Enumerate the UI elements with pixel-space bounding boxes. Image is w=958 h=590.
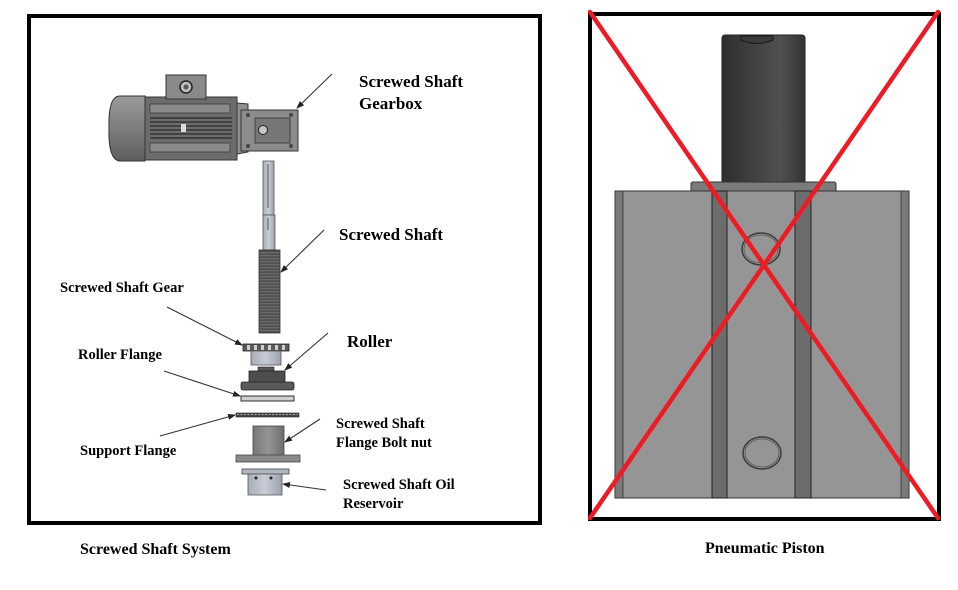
motor-gearbox-drawing xyxy=(108,74,299,162)
label-screwed-shaft: Screwed Shaft xyxy=(339,225,444,244)
arrow-roller xyxy=(284,332,329,371)
oil-reservoir-drawing xyxy=(241,468,290,496)
screwed-shaft-gear-drawing xyxy=(242,343,290,366)
label-roller-flange: Roller Flange xyxy=(78,347,162,363)
cross-out-mark xyxy=(587,9,941,521)
label-roller: Roller xyxy=(347,332,393,351)
screwed-shaft-drawing xyxy=(258,160,281,334)
label-gearbox-line1: Screwed Shaft xyxy=(359,72,464,91)
support-flange-drawing xyxy=(235,412,300,418)
caption-pneumatic-piston: Pneumatic Piston xyxy=(705,540,825,557)
arrow-gearbox xyxy=(296,73,333,109)
label-oil-reservoir-line1: Screwed Shaft Oil xyxy=(343,477,455,493)
arrow-support-flange xyxy=(159,413,236,437)
arrow-roller-flange xyxy=(163,370,241,397)
arrow-bolt-nut xyxy=(284,418,321,443)
leader-arrows xyxy=(159,73,333,491)
label-gearbox-line2: Gearbox xyxy=(359,94,423,113)
label-bolt-nut-line1: Screwed Shaft xyxy=(336,416,425,432)
roller-drawing xyxy=(240,366,295,391)
label-screwed-shaft-gear: Screwed Shaft Gear xyxy=(60,280,184,296)
label-support-flange: Support Flange xyxy=(80,443,177,459)
flange-bolt-nut-drawing xyxy=(235,425,301,463)
cross-line-2 xyxy=(587,9,941,521)
label-oil-reservoir-line2: Reservoir xyxy=(343,496,404,512)
label-bolt-nut-line2: Flange Bolt nut xyxy=(336,435,432,451)
caption-screwed-shaft-system: Screwed Shaft System xyxy=(80,541,231,558)
arrow-screwed-shaft xyxy=(280,229,325,273)
roller-flange-drawing xyxy=(240,395,295,402)
arrow-shaft-gear xyxy=(166,306,243,346)
arrow-oil-reservoir xyxy=(282,481,327,491)
